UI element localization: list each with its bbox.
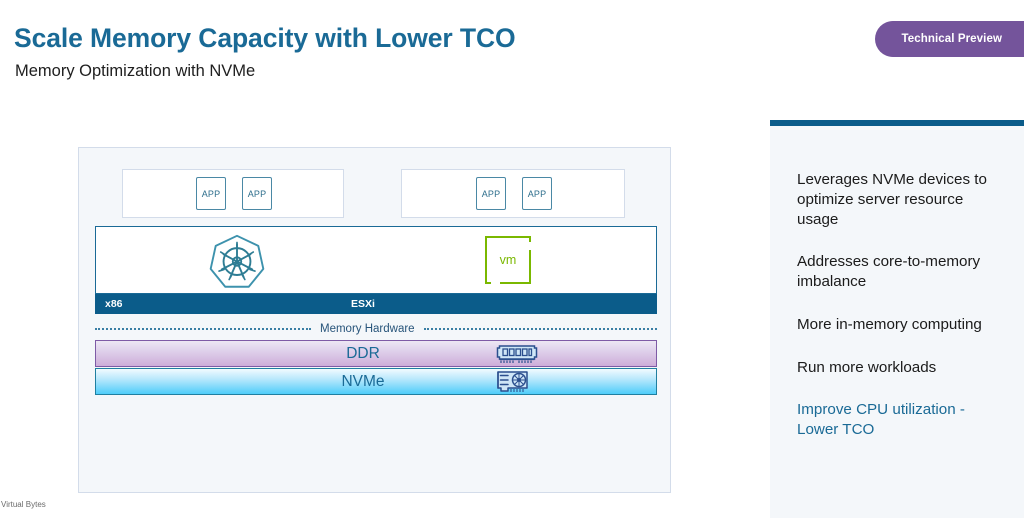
footer-note: Virtual Bytes	[1, 500, 46, 509]
ddr-label: DDR	[346, 344, 380, 362]
rail-accent-bar	[770, 120, 1024, 126]
divider-dots-left	[95, 328, 311, 330]
technical-preview-badge: Technical Preview	[875, 21, 1024, 57]
divider-dots-right	[423, 328, 657, 330]
hypervisor-label: ESXi	[351, 298, 375, 310]
page-title: Scale Memory Capacity with Lower TCO	[14, 23, 516, 53]
app-box: APP	[476, 177, 506, 210]
memory-hardware-label: Memory Hardware	[320, 323, 415, 335]
platform-bar: x86 ESXi	[95, 294, 657, 314]
kubernetes-icon	[209, 233, 265, 294]
app-box: APP	[242, 177, 272, 210]
pcie-card-icon	[496, 369, 536, 395]
page-subtitle: Memory Optimization with NVMe	[15, 62, 256, 80]
vm-frame-notch	[529, 242, 532, 250]
benefits-rail: Leverages NVMe devices to optimize serve…	[770, 120, 1024, 518]
ram-dimm-icon	[496, 344, 538, 364]
vm-frame-notch	[491, 282, 500, 285]
list-item: Run more workloads	[797, 358, 937, 376]
runtime-layer: vm	[95, 226, 657, 294]
ddr-memory-bar: DDR	[95, 340, 657, 367]
list-item: More in-memory computing	[797, 315, 982, 333]
architecture-label: x86	[105, 298, 123, 310]
app-box: APP	[196, 177, 226, 210]
vm-label: vm	[499, 253, 517, 267]
right-app-group: APP APP	[401, 169, 625, 218]
vm-box: vm	[485, 236, 532, 285]
list-item: Leverages NVMe devices to optimize serve…	[797, 171, 987, 228]
benefits-list: Leverages NVMe devices to optimize serve…	[797, 170, 997, 463]
technical-preview-label: Technical Preview	[901, 33, 1002, 45]
vm-frame	[485, 236, 531, 284]
architecture-diagram-panel: APP APP APP APP	[78, 147, 671, 493]
memory-hardware-divider: Memory Hardware	[95, 320, 657, 338]
left-app-group: APP APP	[122, 169, 344, 218]
app-box: APP	[522, 177, 552, 210]
nvme-memory-bar: NVMe	[95, 368, 657, 395]
list-item: Addresses core-to-memory imbalance	[797, 253, 981, 290]
list-item-highlight: Improve CPU utilization - Lower TCO	[797, 401, 965, 438]
nvme-label: NVMe	[341, 372, 385, 390]
